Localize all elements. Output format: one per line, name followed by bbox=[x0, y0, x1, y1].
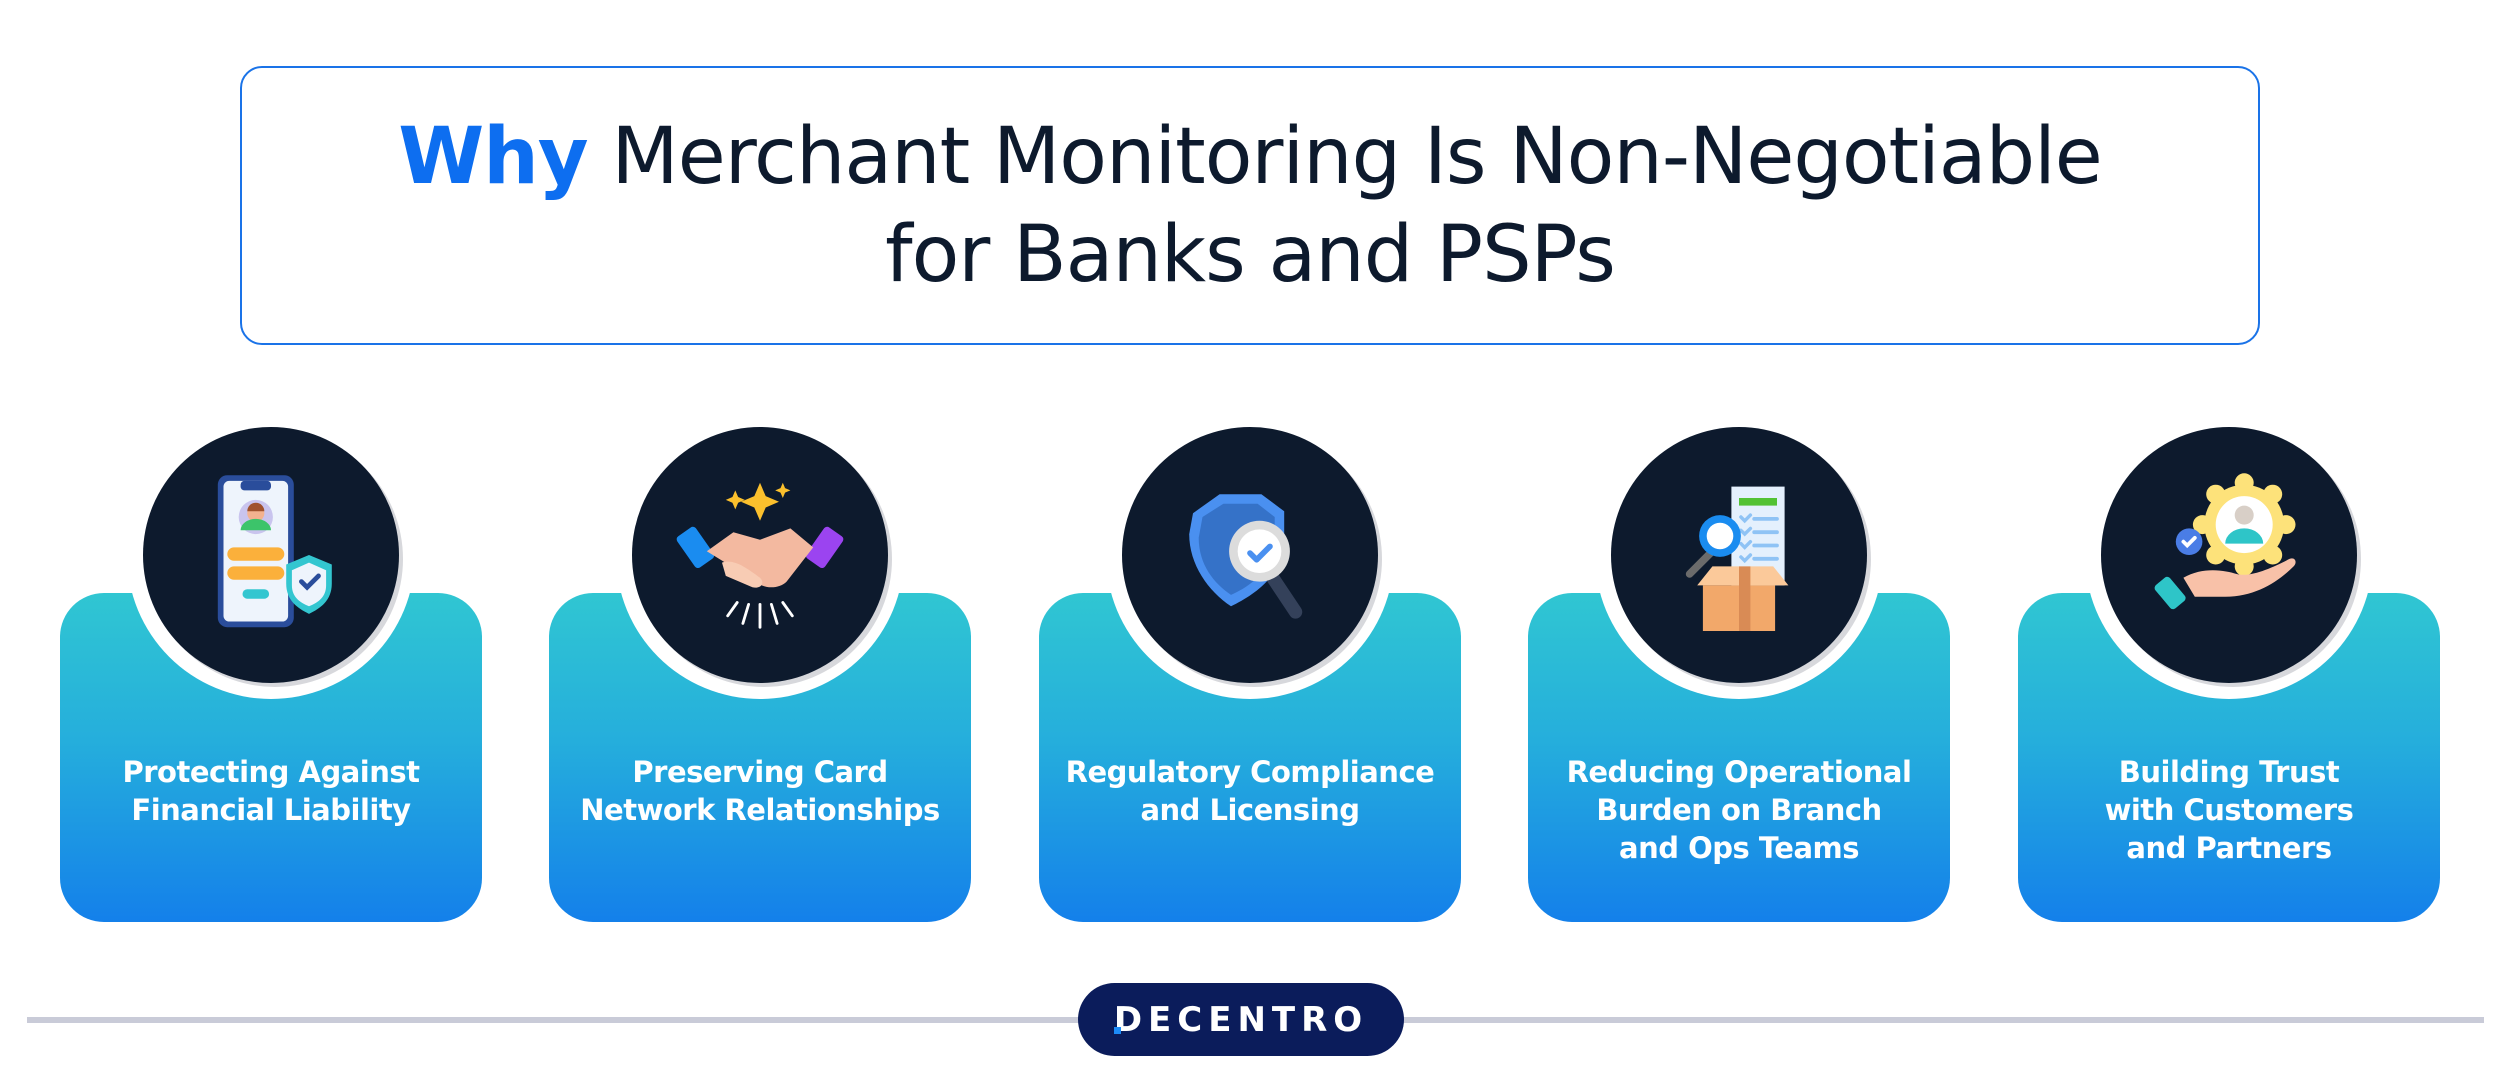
brand-dot-icon bbox=[1113, 1026, 1121, 1034]
page-title-line-1: Why Merchant Monitoring Is Non-Negotiabl… bbox=[398, 108, 2103, 206]
icon-circle bbox=[1122, 427, 1378, 683]
brand-name: DECENTRO bbox=[1113, 999, 1369, 1040]
card-label-line: Reducing Operational bbox=[1566, 755, 1912, 789]
brand-logo: DECENTRO bbox=[1078, 983, 1404, 1056]
icon-circle bbox=[2101, 427, 2357, 683]
card-label-line: and Partners bbox=[2126, 831, 2332, 865]
card-label: Preserving Card Network Relationships bbox=[549, 753, 971, 829]
card-financial-liability: Protecting Against Financial Liability bbox=[60, 411, 482, 922]
card-regulatory-compliance: Regulatory Compliance and Licensing bbox=[1039, 411, 1461, 922]
brand-name-wrap: DECENTRO bbox=[1113, 999, 1369, 1040]
card-label: Protecting Against Financial Liability bbox=[60, 753, 482, 829]
icon-circle bbox=[143, 427, 399, 683]
box-checklist-magnifier-icon bbox=[1685, 486, 1789, 631]
card-label: Building Trust with Customers and Partne… bbox=[2018, 753, 2440, 867]
page-title-line-2: for Banks and PSPs bbox=[885, 209, 1616, 300]
card-label-line: Burden on Branch bbox=[1596, 793, 1882, 827]
card-building-trust: Building Trust with Customers and Partne… bbox=[2018, 411, 2440, 922]
phone-profile-shield-icon bbox=[217, 475, 332, 628]
card-label-line: and Licensing bbox=[1140, 793, 1360, 827]
card-label-line: Financial Liability bbox=[131, 793, 411, 827]
card-label-line: Preserving Card bbox=[632, 755, 888, 789]
card-label: Reducing Operational Burden on Branch an… bbox=[1528, 753, 1950, 867]
title-line-1-text: Merchant Monitoring Is Non-Negotiable bbox=[587, 111, 2102, 202]
card-label-line: Protecting Against bbox=[122, 755, 421, 789]
handshake-sparkle-icon bbox=[676, 482, 844, 629]
card-label-line: Building Trust bbox=[2118, 755, 2340, 789]
title-accent-word: Why bbox=[398, 111, 588, 202]
icon-circle bbox=[1611, 427, 1867, 683]
hand-badge-user-icon bbox=[2154, 473, 2296, 610]
title-box: Why Merchant Monitoring Is Non-Negotiabl… bbox=[240, 66, 2260, 345]
card-label-line: Network Relationships bbox=[580, 793, 940, 827]
card-label-line: with Customers bbox=[2104, 793, 2354, 827]
card-card-network: Preserving Card Network Relationships bbox=[549, 411, 971, 922]
card-operational-burden: Reducing Operational Burden on Branch an… bbox=[1528, 411, 1950, 922]
card-label-line: Regulatory Compliance bbox=[1065, 755, 1435, 789]
icon-circle bbox=[632, 427, 888, 683]
shield-magnifier-check-icon bbox=[1189, 494, 1303, 619]
card-label-line: and Ops Teams bbox=[1619, 831, 1860, 865]
card-label: Regulatory Compliance and Licensing bbox=[1039, 753, 1461, 829]
